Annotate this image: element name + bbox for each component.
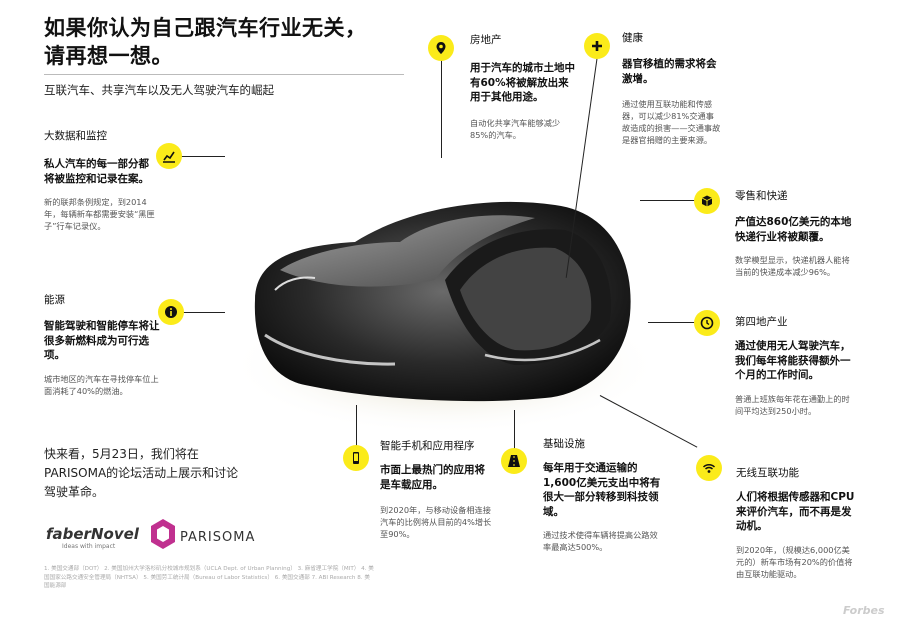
retail-bold: 产值达860亿美元的本地快递行业将被颠覆。 [735,216,852,243]
fabernovel-logo: faberNovel [46,525,139,543]
parisoma-logo-mark [151,519,175,549]
infrastructure-bold: 每年用于交通运输的1,600亿美元支出中将有很大一部分转移到科技领域。 [543,462,661,518]
energy-small: 城市地区的汽车在寻找停车位上面消耗了40%的燃油。 [44,373,159,396]
realestate-small: 自动化共享汽车能够减少85%的汽车。 [470,117,561,140]
chart-icon [156,143,182,169]
fabernovel-tagline: Ideas with impact [62,543,116,550]
connector-energy [175,312,225,313]
connector-realestate [441,50,442,158]
forbes-watermark: Forbes [843,604,885,617]
page-subtitle: 互联汽车、共享汽车以及无人驾驶汽车的崛起 [44,83,274,97]
title-divider [44,74,404,75]
realestate-heading: 房地产 [470,34,502,46]
connector-mobile [356,405,357,447]
plus-icon [584,33,610,59]
event-announcement: 快来看，5月23日，我们将在PARISOMA的论坛活动上展示和讨论驾驶革命。 [44,447,239,499]
car-illustration [230,201,655,435]
section-health: 健康 器官移植的需求将会激增。 通过使用互联功能和传感器，可以减少81%交通事故… [622,30,722,146]
pin-icon [428,35,454,61]
health-bold: 器官移植的需求将会激增。 [622,58,717,85]
connector-thirdspace [648,322,698,323]
section-bigdata: 大数据和监控 私人汽车的每一部分都将被监控和记录在案。 新的联邦条例规定，到20… [44,128,159,232]
page-title: 如果你认为自己跟汽车行业无关， 请再想一想。 [44,14,367,70]
info-icon [158,299,184,325]
connector-bigdata [170,156,225,157]
energy-heading: 能源 [44,294,65,306]
road-icon [501,448,527,474]
infrastructure-small: 通过技术使得车辆将提高公路效率最高达500%。 [543,530,658,552]
box-icon [694,188,720,214]
bigdata-bold: 私人汽车的每一部分都将被监控和记录在案。 [44,158,149,185]
wireless-small: 到2020年，（规模达6,000亿美元的）新车市场有20%的价值将由互联功能驱动… [736,544,853,579]
parisoma-logo: PARISOMA [180,530,256,545]
footnotes: 1. 美国交通部（DOT） 2. 美国加州大学洛杉矶分校城市规划系（UCLA D… [44,566,374,589]
mobile-heading: 智能手机和应用程序 [380,440,475,452]
wireless-bold: 人们将根据传感器和CPU来评价汽车，而不再是发动机。 [736,491,855,532]
thirdspace-small: 普通上班族每年花在通勤上的时间平均达到250小时。 [735,393,850,416]
wifi-icon [696,455,722,481]
mobile-small: 到2020年，与移动设备相连接汽车的比例将从目前的4%增长至90%。 [380,505,492,539]
phone-icon [343,445,369,471]
section-retail: 零售和快递 产值达860亿美元的本地快递行业将被颠覆。 数学模型显示，快递机器人… [735,188,855,278]
infrastructure-heading: 基础设施 [543,438,585,450]
section-thirdspace: 第四地产业 通过使用无人驾驶汽车，我们每年将能获得额外一个月的工作时间。 普通上… [735,314,855,417]
health-heading: 健康 [622,32,643,44]
realestate-bold: 用于汽车的城市土地中有60%将被解放出来用于其他用途。 [470,62,575,103]
wireless-heading: 无线互联功能 [736,467,799,479]
bigdata-small: 新的联邦条例规定，到2014年，每辆新车都需要安装“黑匣子”行车记录仪。 [44,197,155,231]
bigdata-heading: 大数据和监控 [44,130,107,142]
retail-heading: 零售和快递 [735,190,788,202]
title-line-2: 请再想一想。 [44,44,173,68]
connector-infrastructure [514,410,515,450]
section-energy: 能源 智能驾驶和智能停车将让很多新燃料成为可行选项。 城市地区的汽车在寻找停车位… [44,292,164,397]
section-realestate: 房地产 用于汽车的城市土地中有60%将被解放出来用于其他用途。 自动化共享汽车能… [470,32,578,141]
energy-bold: 智能驾驶和智能停车将让很多新燃料成为可行选项。 [44,320,160,361]
thirdspace-heading: 第四地产业 [735,316,788,328]
health-small: 通过使用互联功能和传感器，可以减少81%交通事故造成的损害——交通事故是器官捐赠… [622,99,721,145]
retail-small: 数学模型显示，快递机器人能将当前的快递成本减少96%。 [735,255,850,277]
section-wireless: 无线互联功能 人们将根据传感器和CPU来评价汽车，而不再是发动机。 到2020年… [736,465,858,580]
clock-icon [694,310,720,336]
mobile-bold: 市面上最热门的应用将是车载应用。 [380,464,485,491]
section-mobile: 智能手机和应用程序 市面上最热门的应用将是车载应用。 到2020年，与移动设备相… [380,438,492,540]
thirdspace-bold: 通过使用无人驾驶汽车，我们每年将能获得额外一个月的工作时间。 [735,340,851,381]
section-infrastructure: 基础设施 每年用于交通运输的1,600亿美元支出中将有很大一部分转移到科技领域。… [543,436,661,553]
connector-retail [640,200,695,201]
title-line-1: 如果你认为自己跟汽车行业无关， [44,16,367,40]
